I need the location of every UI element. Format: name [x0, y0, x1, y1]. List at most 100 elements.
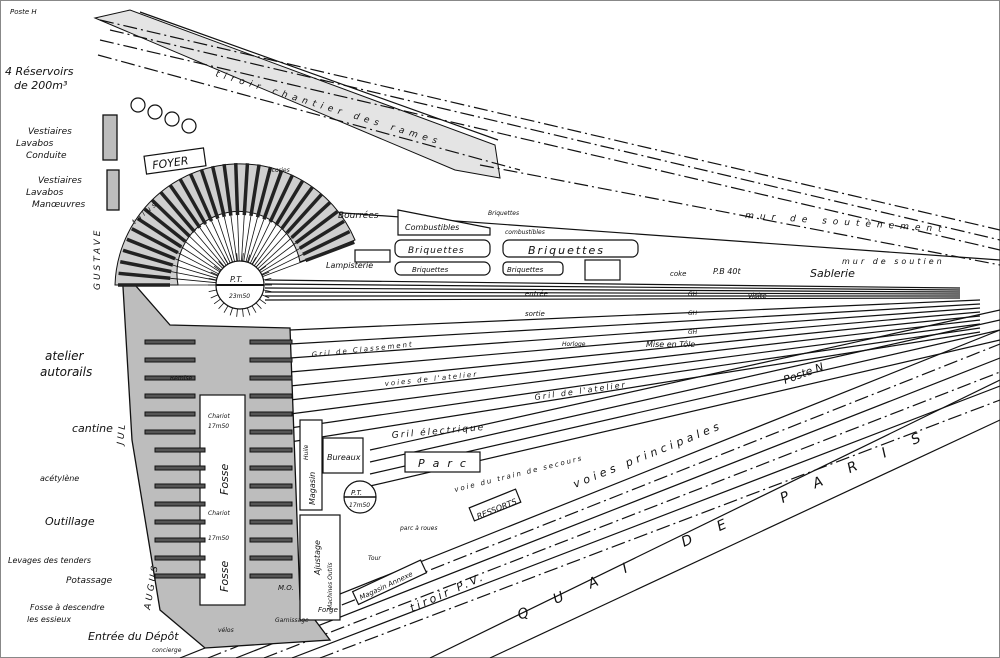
turntable-tick [255, 302, 262, 310]
briquettes-stock-2 [502, 239, 639, 258]
yard-track [289, 319, 981, 401]
ressorts-building [468, 488, 522, 522]
tiroir-track [99, 39, 1000, 251]
coaling-station [584, 259, 621, 281]
shed-track [144, 429, 196, 435]
label-entree-depot: Entrée du Dépôt [88, 630, 179, 643]
label-briquettes: Briquettes [412, 266, 449, 274]
label-lampisterie: Lampisterie [326, 261, 373, 270]
embankment [93, 9, 501, 179]
label-manoeuvres: Manœuvres [32, 200, 86, 210]
roundhouse-stall [126, 237, 176, 261]
parc-building [404, 451, 481, 473]
label-fosse: Fosse [218, 560, 231, 592]
shed-track [154, 501, 206, 507]
turntable-tick [208, 289, 217, 293]
label-atelier: atelier [45, 349, 84, 363]
roundhouse-stall [298, 219, 345, 250]
label-lavabos-2: Lavabos [26, 188, 64, 198]
turntable-tick [229, 254, 233, 263]
label-chariot: Chariot [208, 413, 230, 420]
roundhouse-stall [268, 174, 295, 223]
shed-track [249, 393, 293, 399]
stall-track [262, 260, 306, 277]
yard-track [289, 307, 981, 359]
roundhouse-stall [302, 229, 351, 256]
depot-track [264, 279, 961, 289]
turntable-tick [210, 294, 219, 299]
label-coke: coke [670, 270, 687, 278]
shed-track [249, 447, 293, 453]
quai-edge [429, 379, 1000, 658]
quai-edge [489, 419, 1000, 658]
turntable-tick [213, 265, 221, 272]
label-huile: Huile [303, 444, 310, 460]
label-reservoirs: 4 Réservoirs [5, 65, 74, 78]
stall-track [260, 248, 300, 273]
shed-track [144, 357, 196, 363]
turntable-tick [263, 289, 272, 293]
shed-track [249, 339, 293, 345]
depot-track [264, 287, 961, 293]
roundhouse-stall [262, 169, 284, 220]
label-chariot: Chariot [208, 510, 230, 517]
label-dim: 17m50 [208, 535, 229, 542]
turntable-tick [213, 298, 221, 305]
label-scories: Scories [268, 167, 290, 174]
roundhouse-stall [249, 164, 261, 217]
turntable-tick [259, 265, 267, 272]
label-magasin: Magasin [308, 472, 317, 505]
shed-track [154, 465, 206, 471]
yard-track [289, 327, 981, 429]
label-briquettes: Briquettes [488, 210, 519, 217]
turntable-tick [210, 271, 219, 276]
turntable-tick [259, 298, 267, 305]
stall-track [174, 258, 218, 277]
turntable-tick [236, 308, 238, 317]
label-ajustage: Ajustage [313, 540, 322, 576]
depot-track [264, 297, 961, 301]
vestiaires-conduite [102, 114, 118, 161]
roundhouse-stall [118, 271, 171, 281]
roundhouse-stall [242, 163, 250, 216]
label-machines-outils: Machines Outils [327, 563, 334, 611]
turntable-tick [255, 260, 262, 268]
yard-track [369, 319, 1000, 463]
shed-track-rows [144, 339, 293, 579]
lampisterie-building [354, 249, 391, 263]
stall-track [252, 224, 277, 265]
turntable-tick [208, 277, 217, 281]
roundhouse-stall [178, 177, 208, 225]
shed-track [249, 537, 293, 543]
label-lavabos-1: Lavabos [16, 139, 54, 149]
stall-track [247, 219, 265, 263]
turntable-tick [236, 253, 238, 262]
shed-track [249, 411, 293, 417]
roundhouse-stall [274, 179, 305, 226]
shed-track [154, 483, 206, 489]
yard-track [289, 303, 981, 345]
label-mo: M.O. [278, 584, 294, 592]
stall-track [223, 216, 235, 262]
roundhouse-stall [222, 163, 233, 216]
stall-track [230, 215, 238, 262]
track-network [97, 11, 1000, 658]
label-sortie: sortie [525, 310, 545, 318]
label-briquettes: Briquettes [408, 246, 465, 256]
label-bureaux: Bureaux [327, 453, 361, 462]
stall-track [170, 277, 217, 284]
label-potassage: Potassage [66, 576, 113, 586]
label-velos: vélos [218, 627, 234, 634]
combustibles-stock [397, 209, 491, 236]
turntable-tick [223, 305, 229, 313]
tiroir-track [97, 54, 521, 171]
shed-track [154, 537, 206, 543]
label-outillage: Outillage [45, 515, 95, 528]
shed-track [144, 393, 196, 399]
roundhouse-stall [304, 240, 355, 263]
yard-track [289, 315, 981, 387]
label-combustibles-small: combustibles [505, 229, 545, 236]
shed-track [249, 501, 293, 507]
roundhouse-stall [119, 260, 172, 274]
label-combustibles: Combustibles [405, 223, 459, 232]
